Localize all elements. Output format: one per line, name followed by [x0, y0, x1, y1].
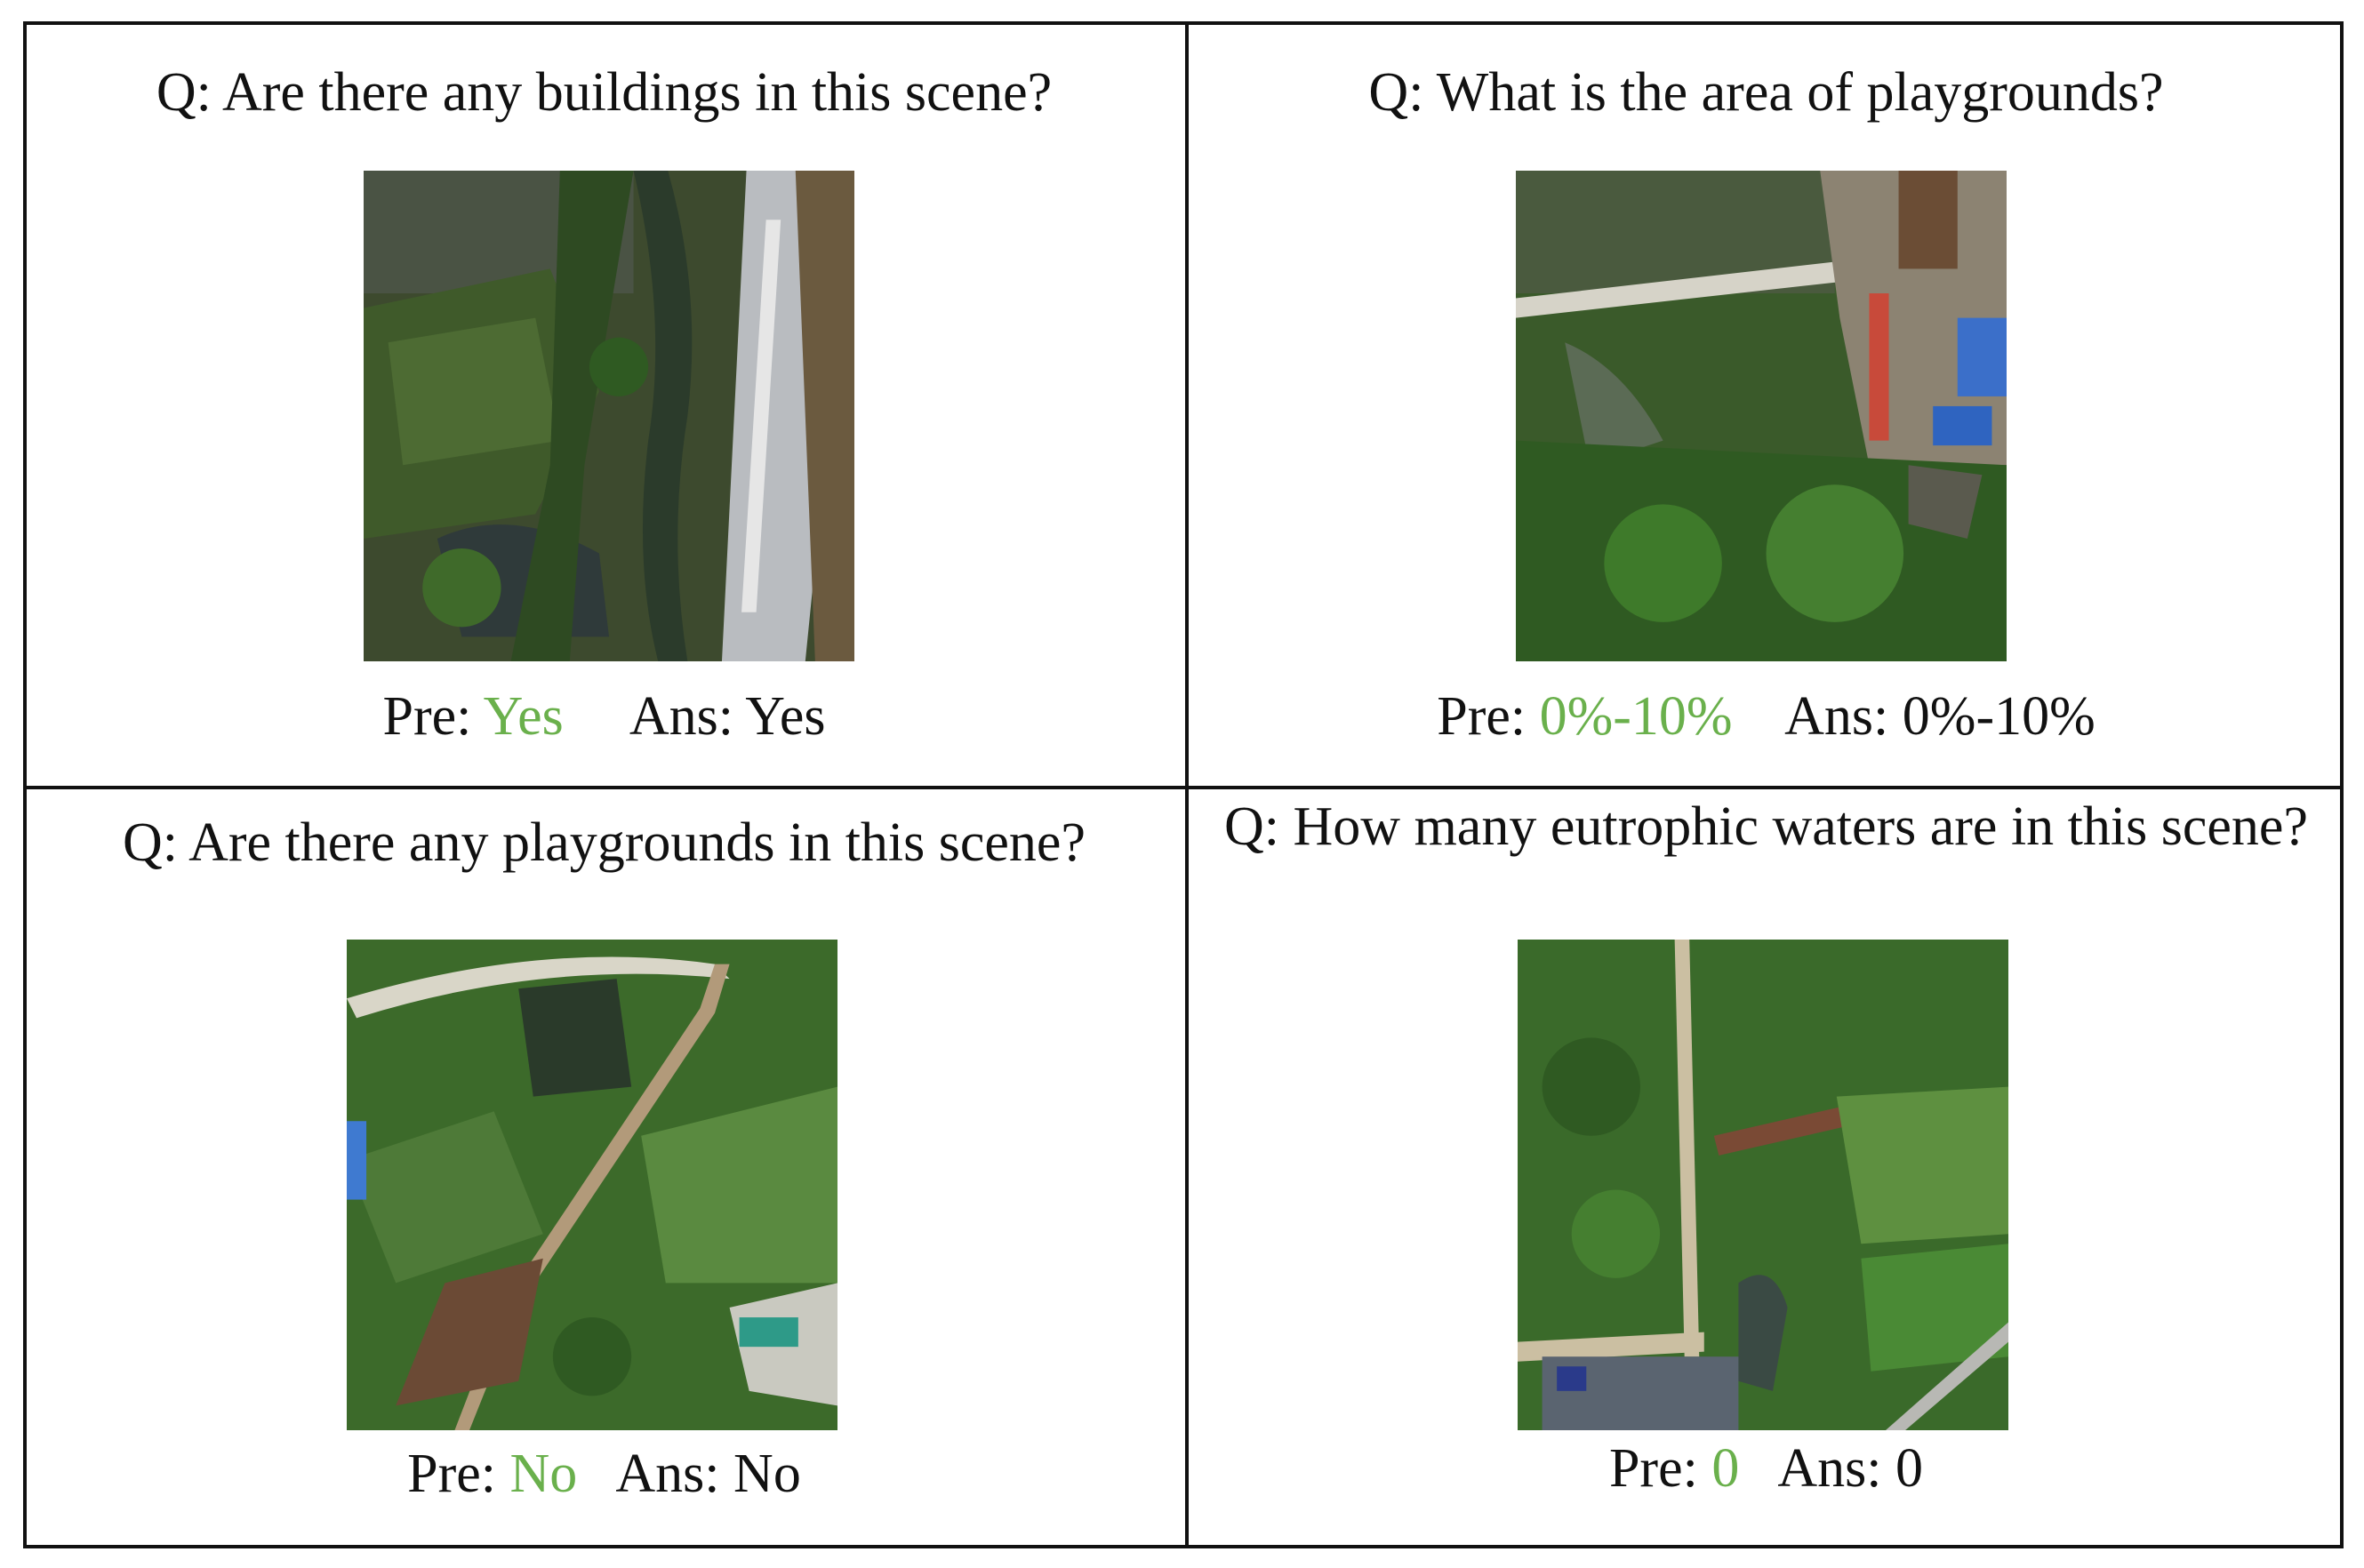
pre-label: Pre: [1608, 1438, 1698, 1499]
pre-label: Pre: [407, 1444, 497, 1504]
question-text: Q: Are there any buildings in this scene… [156, 62, 1053, 123]
prediction-value: No [509, 1444, 578, 1504]
panel-playgrounds: Q: Are there any playgrounds in this sce… [27, 789, 1182, 1547]
panel-buildings: Q: Are there any buildings in this scene… [27, 25, 1182, 782]
answer-value: 0 [1895, 1438, 1924, 1499]
ans-label: Ans: [615, 1444, 720, 1504]
prediction-answer-line: Pre: 0 Ans: 0 [1189, 1433, 2344, 1504]
prediction-answer-line: Pre: No Ans: No [27, 1438, 1182, 1509]
results-table: Q: Are there any buildings in this scene… [23, 21, 2344, 1548]
aerial-image-farmland-road [364, 171, 854, 661]
panel-playground-area: Q: What is the area of playgrounds? Pre:… [1189, 25, 2344, 782]
row-divider [27, 786, 2340, 789]
panel-eutrophic-waters: Q: How many eutrophic waters are in this… [1189, 789, 2344, 1547]
ans-label: Ans: [1784, 686, 1889, 747]
column-divider [1185, 25, 1189, 1545]
aerial-image-village-trees [1518, 940, 2008, 1430]
ans-label: Ans: [629, 686, 734, 747]
question-text: Q: Are there any playgrounds in this sce… [123, 812, 1086, 873]
prediction-value: 0 [1711, 1438, 1740, 1499]
prediction-answer-line: Pre: 0%-10% Ans: 0%-10% [1189, 681, 2344, 752]
question-text: Q: What is the area of playgrounds? [1368, 62, 2164, 123]
pre-label: Pre: [1437, 686, 1527, 747]
aerial-image-construction-site [1516, 171, 2007, 661]
prediction-value: Yes [483, 686, 564, 747]
answer-value: No [733, 1444, 801, 1504]
aerial-image-vegetation-path [347, 940, 837, 1430]
question-text: Q: How many eutrophic waters are in this… [1224, 796, 2308, 857]
prediction-answer-line: Pre: Yes Ans: Yes [27, 681, 1182, 752]
answer-value: 0%-10% [1902, 686, 2096, 747]
answer-value: Yes [745, 686, 826, 747]
prediction-value: 0%-10% [1539, 686, 1733, 747]
pre-label: Pre: [382, 686, 472, 747]
ans-label: Ans: [1777, 1438, 1882, 1499]
